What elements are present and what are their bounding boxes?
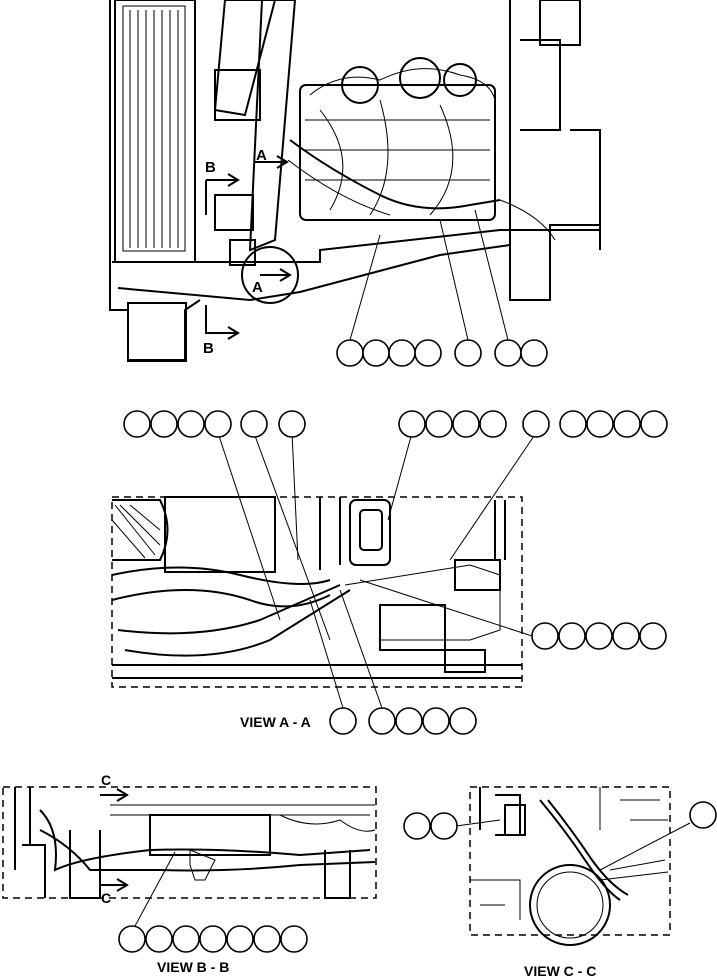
callout-bubble — [395, 707, 423, 735]
callout-bubble — [118, 925, 146, 953]
section-c-label-top: C — [101, 772, 111, 788]
callout-bubble — [388, 339, 416, 367]
view-c-title: VIEW C - C — [524, 963, 596, 979]
callout-bubble — [449, 707, 477, 735]
callout-bubble — [278, 410, 306, 438]
section-c-label-bottom: C — [101, 890, 111, 906]
view-c-callouts-right — [689, 801, 717, 829]
callout-bubble — [204, 410, 232, 438]
view-a-detail: VIEW A - A — [111, 410, 668, 735]
callout-bubble — [336, 339, 364, 367]
callout-bubble — [454, 339, 482, 367]
callout-bubble — [452, 410, 480, 438]
callout-bubble — [226, 925, 254, 953]
callout-bubble — [531, 622, 559, 650]
callout-bubble — [689, 801, 717, 829]
callout-bubble — [398, 410, 426, 438]
callout-bubble — [425, 410, 453, 438]
callout-bubble — [639, 622, 667, 650]
view-a-callouts-bottom — [329, 707, 477, 735]
callout-bubble — [613, 410, 641, 438]
callout-bubble — [422, 707, 450, 735]
callout-bubble — [586, 410, 614, 438]
section-b-label-bottom: B — [203, 340, 214, 357]
view-c-detail: VIEW C - C — [403, 786, 717, 979]
callout-bubble — [329, 707, 357, 735]
callout-bubble — [479, 410, 507, 438]
callout-bubble — [522, 410, 550, 438]
callout-bubble — [520, 339, 548, 367]
callout-bubble — [362, 339, 390, 367]
callout-bubble — [199, 925, 227, 953]
view-b-detail: C C VIEW B - B — [2, 772, 377, 975]
callout-bubble — [430, 812, 458, 840]
callout-bubble — [368, 707, 396, 735]
callout-bubble — [414, 339, 442, 367]
callout-bubble — [150, 410, 178, 438]
view-a-title: VIEW A - A — [240, 714, 311, 730]
callout-bubble — [494, 339, 522, 367]
section-a-label-top: A — [256, 147, 267, 164]
callout-bubble — [403, 812, 431, 840]
callout-bubble — [612, 622, 640, 650]
view-a-callouts-top — [123, 410, 668, 438]
callout-bubble — [172, 925, 200, 953]
view-b-title: VIEW B - B — [157, 959, 229, 975]
section-b-label-top: B — [205, 159, 216, 176]
callout-bubble — [585, 622, 613, 650]
callout-bubble — [640, 410, 668, 438]
callout-bubble — [240, 410, 268, 438]
main-view-callouts — [336, 339, 548, 367]
callout-bubble — [559, 410, 587, 438]
callout-bubble — [123, 410, 151, 438]
view-a-callouts-right — [531, 622, 667, 650]
callout-bubble — [280, 925, 308, 953]
callout-bubble — [253, 925, 281, 953]
view-c-callouts-left — [403, 812, 458, 840]
main-machine-view: B B A A — [109, 0, 601, 367]
view-b-callouts — [118, 925, 308, 953]
callout-bubble — [145, 925, 173, 953]
section-a-label-bottom: A — [252, 279, 263, 296]
callout-bubble — [558, 622, 586, 650]
callout-bubble — [177, 410, 205, 438]
